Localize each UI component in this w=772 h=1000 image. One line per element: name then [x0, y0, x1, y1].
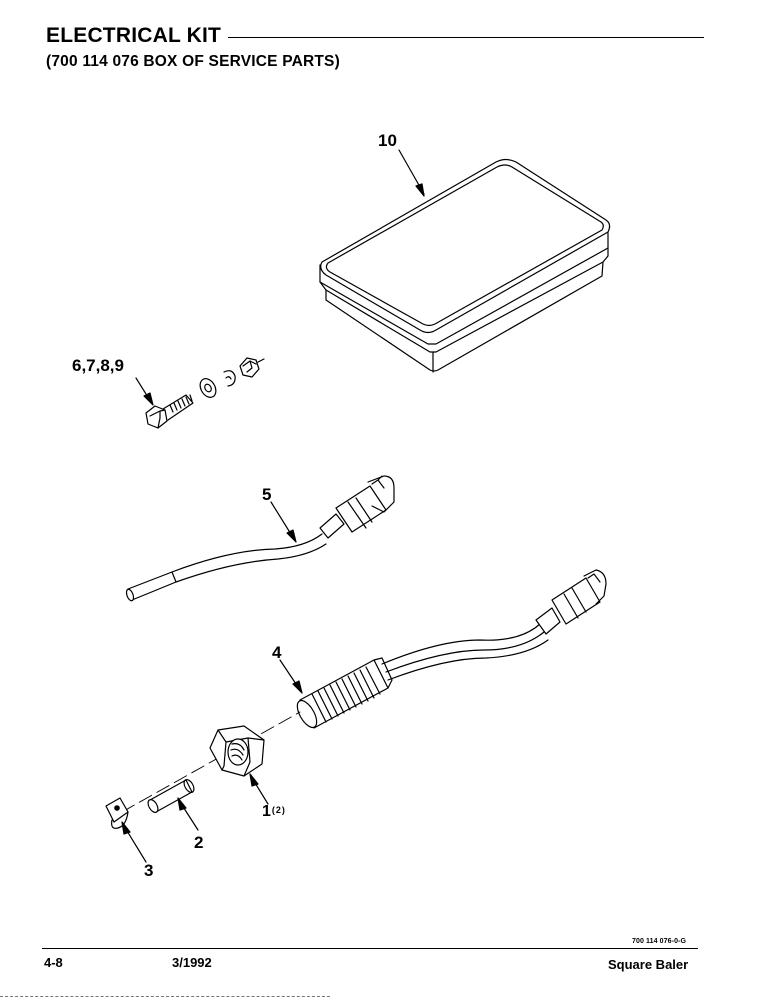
arrow-clip	[121, 821, 131, 835]
footer-product-name: Square Baler	[608, 957, 689, 972]
bolt-hardware	[145, 357, 265, 429]
sleeve	[147, 779, 195, 813]
arrow-sleeve	[177, 797, 187, 811]
callout-nut-number: 1	[262, 803, 271, 820]
arrow-box	[415, 183, 425, 197]
sensor-lead	[125, 475, 395, 602]
arrow-nut	[249, 773, 259, 787]
callout-sensor: 4	[272, 643, 282, 662]
drawing-number: 700 114 076-0-G	[632, 938, 687, 945]
callout-sleeve: 2	[194, 833, 204, 852]
page-title: ELECTRICAL KIT	[46, 24, 222, 47]
page-subtitle: (700 114 076 BOX OF SERVICE PARTS)	[46, 53, 340, 70]
footer-date: 3/1992	[172, 955, 212, 970]
jam-nut	[209, 725, 265, 777]
footer-rule	[42, 948, 698, 949]
assembly-centerline	[121, 711, 301, 813]
arrow-sensor	[292, 680, 303, 694]
callout-box: 10	[378, 131, 397, 150]
callout-nut: 1(2)	[262, 804, 286, 820]
callout-hardware: 6,7,8,9	[72, 356, 124, 375]
callout-nut-qty: (2)	[271, 805, 286, 815]
cable-clip	[105, 797, 129, 829]
callout-clip: 3	[144, 861, 154, 880]
callout-sensor-lead: 5	[262, 485, 272, 504]
speed-sensor	[296, 569, 607, 729]
arrow-hardware	[143, 392, 154, 406]
footer-page-number: 4-8	[44, 955, 63, 970]
service-parts-box	[319, 158, 611, 373]
arrow-sensor-lead	[286, 529, 297, 543]
scan-edge-rule	[0, 996, 330, 997]
title-rule	[228, 37, 704, 38]
